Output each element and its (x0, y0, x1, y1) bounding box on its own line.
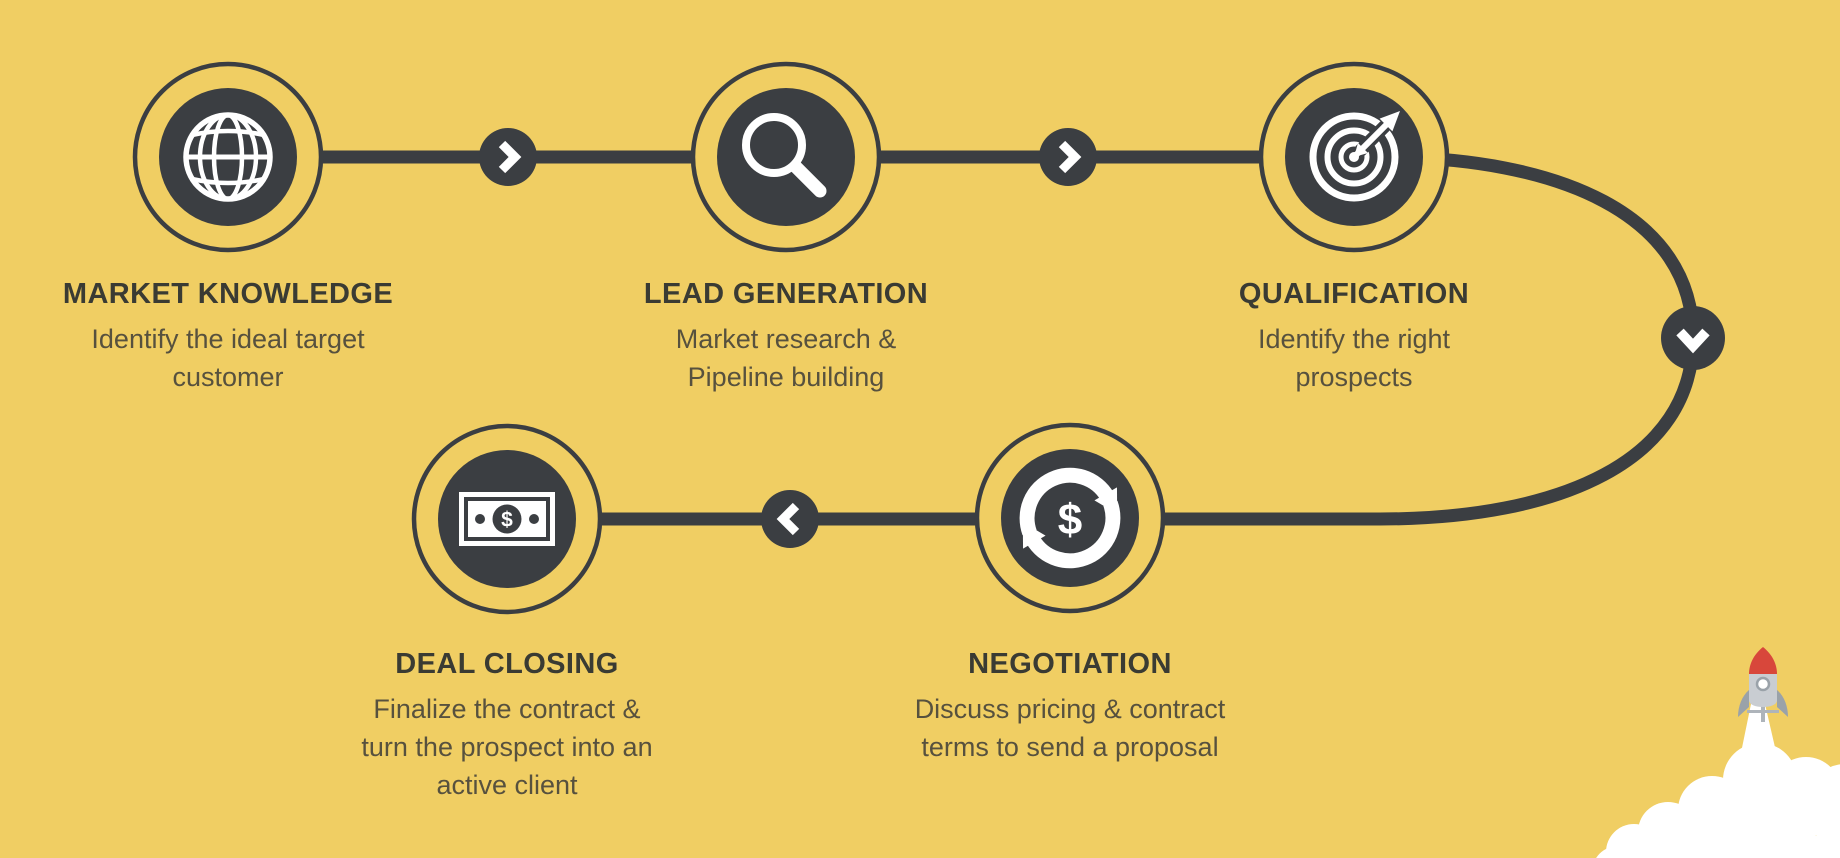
step-label-lead-generation: LEAD GENERATION Market research & Pipeli… (556, 278, 1016, 396)
dollar-glyph: $ (501, 509, 513, 532)
step-title: LEAD GENERATION (643, 278, 929, 310)
dollar-glyph: $ (1058, 496, 1082, 545)
target-icon (1309, 111, 1400, 202)
step-title: NEGOTIATION (968, 648, 1172, 680)
banknote-icon: $ (459, 492, 555, 546)
step-description: Market research & Pipeline building (675, 324, 897, 392)
step-description: Finalize the contract & turn the prospec… (361, 694, 653, 800)
chevron-left-icon (761, 490, 819, 548)
rocket-icon (1596, 647, 1840, 858)
smoke-cloud (1596, 743, 1840, 858)
step-label-negotiation: NEGOTIATION Discuss pricing & contract t… (840, 648, 1300, 766)
step-label-market-knowledge: MARKET KNOWLEDGE Identify the ideal targ… (0, 278, 458, 396)
step-title: DEAL CLOSING (395, 648, 619, 680)
step-label-qualification: QUALIFICATION Identify the right prospec… (1124, 278, 1584, 396)
globe-icon (183, 112, 273, 202)
step-node-lead-generation (690, 61, 882, 253)
step-label-deal-closing: DEAL CLOSING Finalize the contract & tur… (277, 648, 737, 804)
chevron-right-icon (479, 128, 537, 186)
step-title: QUALIFICATION (1238, 278, 1470, 310)
currency-exchange-icon: $ (1019, 467, 1121, 569)
step-title: MARKET KNOWLEDGE (62, 278, 394, 310)
step-node-market-knowledge (132, 61, 324, 253)
step-node-negotiation: $ (974, 422, 1166, 614)
step-description: Identify the ideal target customer (91, 324, 365, 392)
chevron-down-icon (1661, 306, 1725, 370)
step-description: Identify the right prospects (1257, 324, 1451, 392)
step-node-qualification (1258, 61, 1450, 253)
step-node-deal-closing: $ (411, 423, 603, 615)
chevron-right-icon (1039, 128, 1097, 186)
magnifier-icon (742, 113, 827, 198)
step-description: Discuss pricing & contract terms to send… (914, 694, 1226, 762)
